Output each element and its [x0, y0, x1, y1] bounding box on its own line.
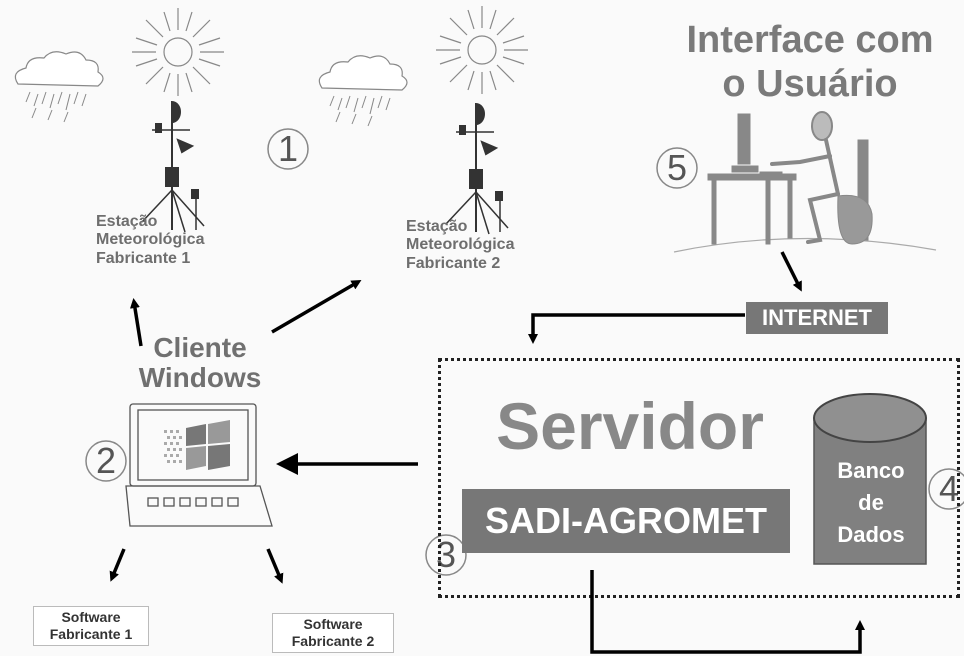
- arrow-client-to-station-2: [271, 279, 362, 334]
- number-5: 5: [666, 147, 688, 188]
- software-1-line-2: Fabricante 1: [49, 626, 133, 642]
- windows-logo-icon: [164, 420, 230, 470]
- weather-tower-icon: [445, 102, 509, 235]
- number-circle-4: [928, 468, 964, 510]
- station-1-label: Estação Meteorológica Fabricante 1: [96, 213, 216, 268]
- title-line-2: o Usuário: [722, 63, 898, 105]
- station-1-line-1: Estação: [96, 213, 158, 230]
- client-windows-label: Cliente Windows: [120, 333, 280, 393]
- weather-tower-icon: [141, 100, 205, 233]
- arrow-sadi-to-database: [590, 570, 865, 654]
- sun-icon: [436, 6, 528, 94]
- database-line-2: de: [858, 490, 884, 515]
- arrow-client-to-software-1: [109, 548, 126, 582]
- number-4: 4: [938, 468, 960, 509]
- database-line-1: Banco: [837, 458, 905, 483]
- number-2: 2: [95, 440, 117, 481]
- database-icon: [813, 393, 927, 565]
- number-1: 1: [277, 128, 299, 169]
- number-circle-1: [267, 128, 309, 170]
- station-2-line-2: Meteorológica: [406, 236, 515, 254]
- arrow-user-to-internet: [780, 251, 802, 292]
- station-2-label: Estação Meteorológica Fabricante 2: [406, 218, 536, 273]
- sadi-agromet-box: SADI-AGROMET: [462, 489, 790, 553]
- internet-label: INTERNET: [746, 302, 888, 334]
- rain-cloud-icon: [14, 51, 104, 123]
- arrow-client-to-station-1: [130, 298, 143, 347]
- number-circle-3: [425, 534, 467, 576]
- title-line-1: Interface com: [686, 19, 934, 61]
- station-2-line-1: Estação: [406, 218, 468, 235]
- arrow-internet-to-server: [528, 313, 745, 344]
- user-at-computer-illustration: [673, 111, 937, 253]
- software-1-line-1: Software: [61, 609, 121, 625]
- rain-cloud-icon: [318, 55, 408, 127]
- sun-icon: [132, 8, 224, 96]
- computer-icon: [125, 403, 273, 527]
- software-1-box: Software Fabricante 1: [33, 606, 149, 646]
- station-1-line-2: Meteorológica: [96, 231, 205, 249]
- database-label: Banco de Dados: [814, 455, 928, 551]
- station-2-line-3: Fabricante 2: [406, 254, 501, 272]
- database-line-3: Dados: [837, 522, 905, 547]
- software-2-line-2: Fabricante 2: [291, 633, 375, 649]
- software-2-line-1: Software: [303, 616, 363, 632]
- number-circle-2: [85, 440, 127, 482]
- software-2-box: Software Fabricante 2: [272, 613, 394, 653]
- server-title: Servidor: [496, 389, 764, 463]
- arrow-client-to-software-2: [266, 548, 284, 584]
- client-line-2: Windows: [138, 362, 262, 393]
- number-circle-5: [656, 147, 698, 189]
- server-container: [438, 358, 960, 598]
- weather-station-2-illustration: [318, 6, 528, 235]
- station-1-line-3: Fabricante 1: [96, 249, 191, 267]
- client-line-1: Cliente: [153, 332, 247, 363]
- user-interface-title: Interface com o Usuário: [650, 18, 964, 106]
